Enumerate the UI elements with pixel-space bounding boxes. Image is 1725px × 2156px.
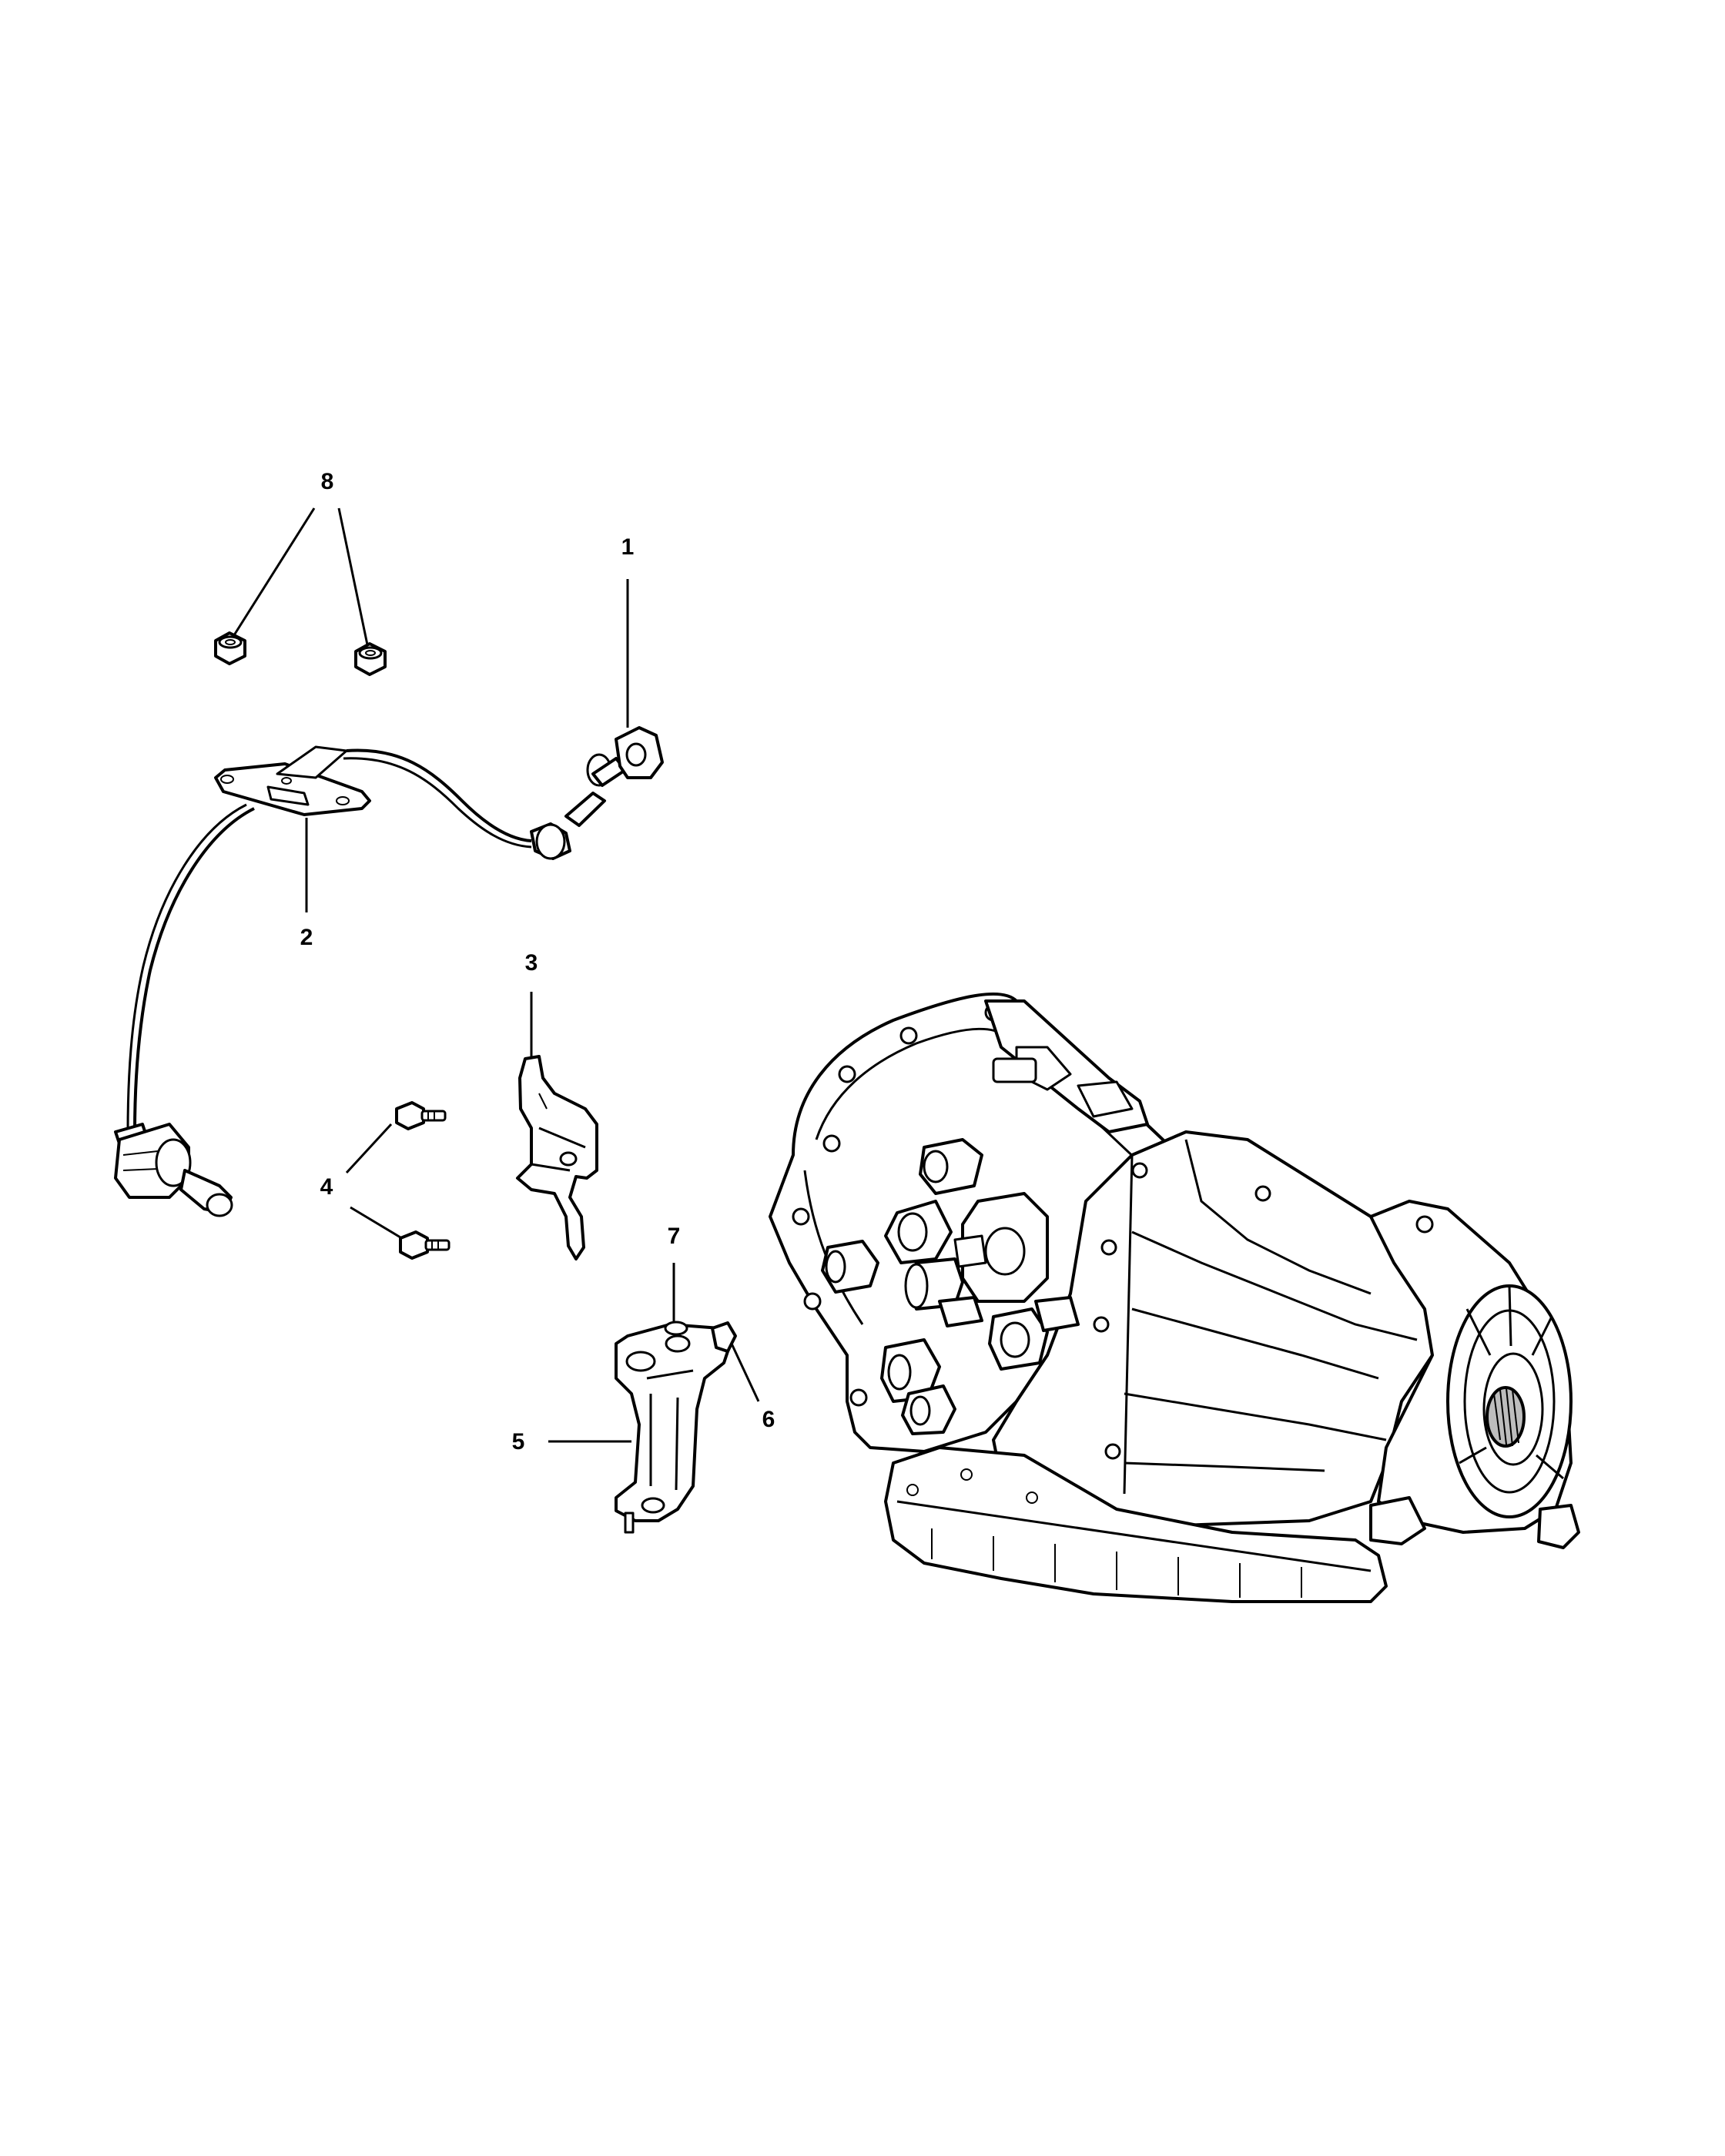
part-8-nut-left <box>214 631 246 665</box>
part-6-clip <box>711 1321 737 1353</box>
part-7-pin <box>664 1321 688 1336</box>
leader-line-4b <box>350 1206 401 1239</box>
leader-line-4a <box>345 1123 393 1174</box>
part-4-bolt-upper <box>395 1101 447 1130</box>
part-8-nut-right <box>354 642 387 676</box>
callout-label-8: 8 <box>321 469 334 494</box>
callout-label-4: 4 <box>320 1174 333 1200</box>
callout-label-6: 6 <box>762 1407 775 1432</box>
callout-label-5: 5 <box>512 1429 525 1455</box>
leader-lines <box>231 507 760 1443</box>
callout-label-1: 1 <box>621 534 635 560</box>
leader-line-6 <box>730 1343 760 1402</box>
part-2-bracket-plate <box>214 745 371 816</box>
part-3-bracket <box>516 1055 598 1260</box>
callout-label-7: 7 <box>668 1224 681 1249</box>
callout-label-2: 2 <box>300 925 313 950</box>
part-4-bolt-lower <box>399 1230 451 1260</box>
part-5-shift-lever-bracket <box>615 1323 733 1534</box>
leader-line-8b <box>337 507 370 649</box>
callout-label-3: 3 <box>525 950 538 976</box>
transmission-assembly <box>769 992 1580 1603</box>
callout-labels: 8 1 2 3 4 7 6 5 <box>300 469 775 1455</box>
leader-line-8a <box>231 507 316 638</box>
part-1-shift-cable <box>114 726 664 1217</box>
